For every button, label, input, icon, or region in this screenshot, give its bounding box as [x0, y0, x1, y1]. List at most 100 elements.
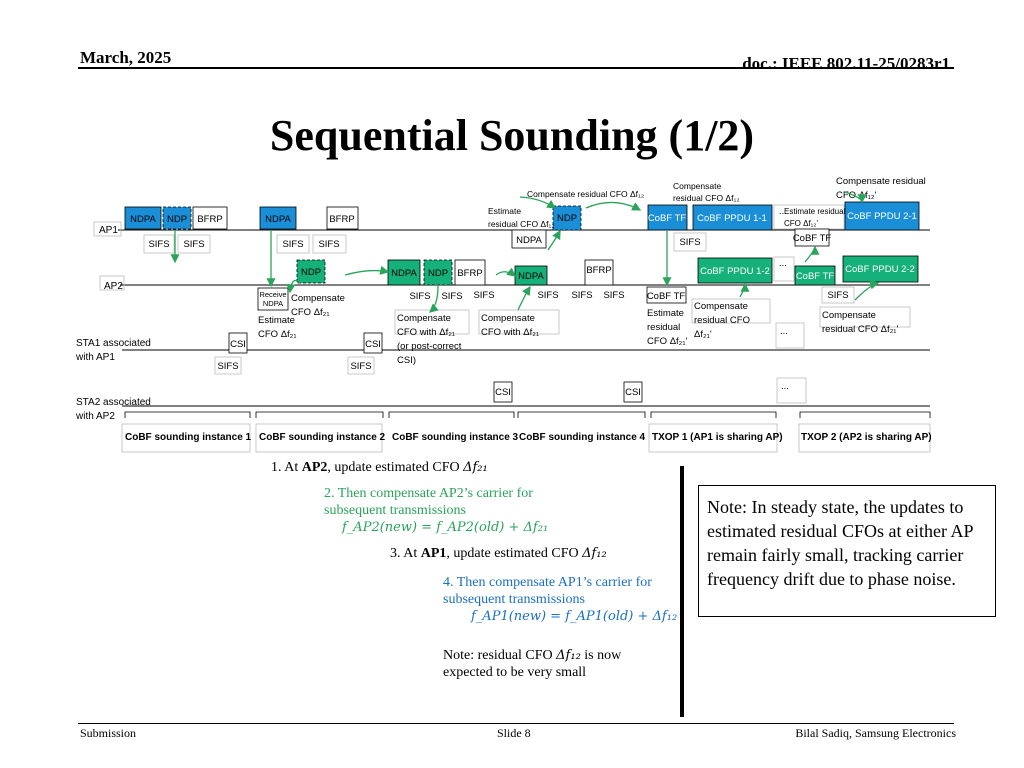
sifs-label: SIFS — [183, 239, 204, 250]
ann-comp-with21-c: (or post-correct — [397, 341, 462, 352]
ap1-bfrp-1: BFRP — [197, 214, 222, 225]
phase-labels: CoBF sounding instance 1 CoBF sounding i… — [121, 423, 932, 453]
ap2-ndpa-2: NDPA — [518, 271, 544, 282]
ap1-ndp-2: NDP — [557, 213, 577, 224]
ap1-ndp-1: NDP — [167, 214, 187, 225]
sta2-csi-1: CSI — [495, 387, 511, 398]
ap2-bfrp-1: BFRP — [457, 268, 482, 279]
ellipsis: ... — [779, 206, 787, 217]
row-label-sta2-b: with AP2 — [75, 411, 115, 422]
row-label-ap1: AP1 — [99, 225, 118, 236]
ann-est-residual12-a: Estimate — [488, 206, 521, 216]
footer-submission: Submission — [80, 726, 137, 740]
sta2-csi-2: CSI — [625, 387, 641, 398]
phase-5: TXOP 1 (AP1 is sharing AP) — [652, 432, 783, 443]
equation-ap2: f_AP2(new) = f_AP2(old) + Δf₂₁ — [342, 520, 549, 535]
ellipsis: ... — [781, 381, 789, 392]
row-label-sta2-a: STA2 associated — [76, 397, 151, 408]
ap1-ppdu-1-1: CoBF PPDU 1-1 — [697, 213, 767, 224]
sifs-label: SIFS — [318, 239, 339, 250]
phase-2: CoBF sounding instance 2 — [259, 432, 386, 443]
ann-est-residual12s-a: Estimate residual — [784, 207, 846, 216]
step-2: 2. Then compensate AP2’s carrier for sub… — [324, 486, 549, 535]
receive-ndpa-line2: NDPA — [263, 299, 283, 308]
ann-comp-residual12c-b: CFO Δf₁₂' — [836, 190, 877, 201]
ann-est-residual12s-b: CFO Δf₁₂' — [784, 219, 818, 228]
sifs-label: SIFS — [350, 361, 371, 372]
step-3: 3. At AP1, update estimated CFO Δf₁₂ — [390, 546, 607, 561]
header-rule — [78, 67, 954, 69]
ap2-cobf-tf-ghost: CoBF TF — [647, 291, 686, 302]
vertical-divider — [680, 466, 684, 717]
ann-comp-residual12-top: Compensate residual CFO Δf₁₂ — [527, 189, 644, 199]
ap2-bfrp-2: BFRP — [586, 265, 611, 276]
sifs-label: SIFS — [282, 239, 303, 250]
ann-comp-residual12b-b: residual CFO Δf₁₂ — [673, 193, 740, 203]
ap2-sifs: Receive NDPA SIFS SIFS SIFS SIFS SIFS SI… — [257, 286, 855, 311]
sifs-label: SIFS — [603, 290, 624, 301]
ann-comp-residual21-c: Δf₂₁' — [694, 329, 712, 340]
ap1-frames: NDPA NDP BFRP NDPA BFRP NDP CoBF TF CoBF… — [124, 201, 920, 231]
ann-est-residual12-b: residual CFO Δf₁₂ — [488, 219, 555, 229]
ap1-cobf-tf-2: CoBF TF — [793, 233, 832, 244]
sifs-label: SIFS — [827, 290, 848, 301]
row-label-sta1-b: with AP1 — [75, 352, 115, 363]
ann-est-residual21-c: CFO Δf₂₁' — [647, 336, 688, 347]
footer-rule — [78, 723, 954, 724]
ap1-ndpa-ghost: NDPA — [516, 235, 542, 246]
note-residual-small: Note: residual CFO Δf₁₂ is now expected … — [443, 648, 622, 680]
slide-title: Sequential Sounding (1/2) — [269, 111, 755, 160]
ann-comp-with21-b: CFO with Δf₂₁ — [397, 327, 455, 338]
equation-ap1: f_AP1(new) = f_AP1(old) + Δf₁₂ — [471, 609, 678, 624]
ann-estimate-cfo21-b: CFO Δf₂₁ — [258, 329, 297, 340]
ann-estimate-cfo21-a: Estimate — [258, 315, 295, 326]
ap1-ndpa-2: NDPA — [265, 214, 291, 225]
phase-6: TXOP 2 (AP2 is sharing AP) — [801, 432, 932, 443]
sta-frames: CSI SIFS CSI SIFS ... CSI CSI ... — [214, 322, 807, 404]
footer-author: Bilal Sadiq, Samsung Electronics — [795, 726, 956, 740]
ann-comp-with21-a: Compensate — [397, 313, 451, 324]
footer-slide-number: Slide 8 — [497, 726, 531, 740]
row-label-sta1-a: STA1 associated — [76, 338, 151, 349]
ann-comp-residual21b-a: Compensate — [822, 310, 876, 321]
ap2-cobf-tf-1: CoBF TF — [796, 271, 835, 282]
ap1-sifs: SIFS SIFS SIFS SIFS NDPA SIFS ... CoBF T… — [143, 204, 845, 254]
annotations: Compensate CFO Δf₂₁ Estimate CFO Δf₂₁ Co… — [258, 176, 926, 366]
ellipsis: ... — [779, 258, 787, 269]
phase-4: CoBF sounding instance 4 — [519, 432, 646, 443]
ann-est-residual21-a: Estimate — [647, 308, 684, 319]
ann-comp-with21-d: CSI) — [397, 355, 416, 366]
sifs-label: SIFS — [571, 290, 592, 301]
phase-1: CoBF sounding instance 1 — [125, 432, 252, 443]
sta1-csi-1: CSI — [230, 339, 246, 350]
ap1-cobf-tf-1: CoBF TF — [648, 213, 687, 224]
step-1: 1. At AP2, update estimated CFO Δf₂₁ — [271, 460, 488, 475]
sifs-label: SIFS — [473, 290, 494, 301]
phase-brackets — [124, 411, 931, 418]
ann-comp-residual21b-b: residual CFO Δf₂₁' — [822, 324, 898, 335]
ann-comp-residual21-b: residual CFO — [694, 315, 750, 326]
note-box-text: Note: In steady state, the updates to es… — [707, 497, 973, 589]
ann-comp-residual12c-a: Compensate residual — [836, 176, 926, 187]
step-4: 4. Then compensate AP1’s carrier for sub… — [443, 575, 678, 624]
sifs-label: SIFS — [679, 237, 700, 248]
ann-est-residual21-b: residual — [647, 322, 680, 333]
ann-comp-residual21-a: Compensate — [694, 301, 748, 312]
ap2-ndpa-1: NDPA — [391, 268, 417, 279]
green-arrows — [170, 191, 880, 313]
note-box: Note: In steady state, the updates to es… — [698, 485, 996, 617]
ap1-ppdu-2-1: CoBF PPDU 2-1 — [847, 211, 917, 222]
sifs-label: SIFS — [441, 291, 462, 302]
sifs-label: SIFS — [409, 291, 430, 302]
ap1-ndpa-1: NDPA — [130, 214, 156, 225]
header-date: March, 2025 — [80, 48, 172, 67]
ap2-ppdu-1-2: CoBF PPDU 1-2 — [700, 266, 770, 277]
ap1-bfrp-2: BFRP — [329, 214, 354, 225]
ap2-frames: NDP NDPA NDP BFRP NDPA BFRP CoBF PPDU 1-… — [296, 255, 919, 304]
ann-comp-residual12b-a: Compensate — [673, 181, 721, 191]
ellipsis: ... — [780, 326, 788, 337]
sounding-timing-diagram: AP1 AP2 STA1 associated with AP1 STA2 as… — [75, 176, 932, 453]
phase-3: CoBF sounding instance 3 — [392, 432, 519, 443]
ap2-ppdu-2-2: CoBF PPDU 2-2 — [845, 264, 915, 275]
ann-compensate-cfo21-a: Compensate — [291, 293, 345, 304]
